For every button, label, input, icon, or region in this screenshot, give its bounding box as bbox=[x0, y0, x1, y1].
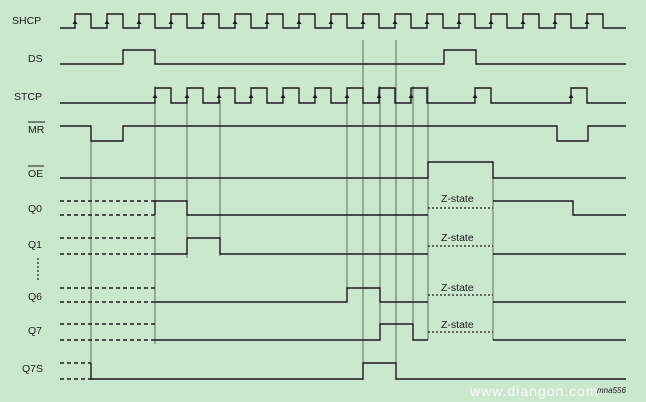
zstate-label-q1: Z-state bbox=[441, 232, 474, 244]
label-shcp: SHCP bbox=[12, 15, 41, 27]
label-q7: Q7 bbox=[28, 325, 42, 337]
wave-q6 bbox=[155, 287, 428, 303]
zstate-label-q6: Z-state bbox=[441, 282, 474, 294]
wave-q1 bbox=[155, 237, 428, 255]
label-q1: Q1 bbox=[28, 239, 42, 251]
label-q0: Q0 bbox=[28, 203, 42, 215]
wave-q0 bbox=[154, 200, 428, 216]
wave-q7 bbox=[155, 323, 428, 341]
zstate-label-q7: Z-state bbox=[441, 319, 474, 331]
watermark: www.diangon.com bbox=[469, 383, 599, 399]
label-q7s: Q7S bbox=[22, 363, 43, 375]
zstate-label-q0: Z-state bbox=[441, 193, 474, 205]
wave-shcp bbox=[60, 13, 626, 29]
doc-id: mna556 bbox=[597, 386, 626, 395]
wave-mr bbox=[60, 125, 626, 142]
label-mr: MR bbox=[28, 124, 45, 136]
wave-q7s bbox=[90, 362, 626, 380]
shcp-edge-arrows bbox=[72, 20, 590, 24]
label-stcp: STCP bbox=[14, 91, 42, 103]
label-q6: Q6 bbox=[28, 291, 42, 303]
wave-oe bbox=[60, 161, 626, 179]
wave-ds bbox=[60, 49, 626, 65]
wave-q0-after bbox=[493, 200, 626, 216]
stcp-edge-arrows bbox=[152, 94, 574, 98]
label-oe: OE bbox=[28, 168, 43, 180]
guide-lines bbox=[90, 40, 494, 380]
label-ds: DS bbox=[28, 53, 43, 65]
wave-stcp bbox=[60, 87, 626, 104]
